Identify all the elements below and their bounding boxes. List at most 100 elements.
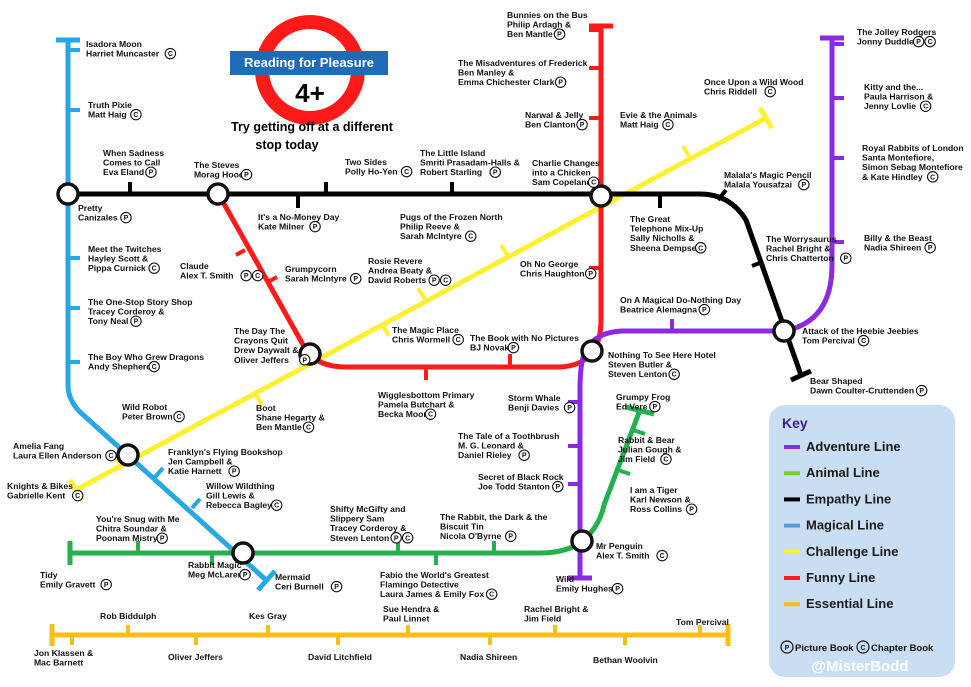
book-type-mark: P: [302, 357, 307, 364]
essential-percival[interactable]: Tom Percival: [676, 617, 729, 627]
station-kitty[interactable]: Kitty and the...Paula Harrison &Jenny Lo…: [864, 82, 933, 112]
tick-tiger: [617, 468, 631, 476]
picture-book-icon: [428, 274, 440, 286]
terminus-markers: [49, 23, 844, 646]
essential-biddulph[interactable]: Rob Biddulph: [100, 611, 156, 621]
interchange-steves[interactable]: [206, 182, 230, 206]
essential-woolvin[interactable]: Bethan Woolvin: [593, 655, 658, 665]
book-type-mark: P: [493, 170, 498, 177]
essential-hendra[interactable]: Sue Hendra &Paul Linnet: [383, 604, 439, 624]
chapter-book-icon: [173, 410, 185, 423]
interchange-mr-penguin[interactable]: [570, 529, 594, 553]
book-type-mark: C: [930, 174, 935, 181]
essential-bright[interactable]: Rachel Bright &Jim Field: [524, 604, 588, 624]
header-roundel: Reading for Pleasure 4+ Try getting off …: [230, 15, 394, 152]
interchange-nothing-to-see[interactable]: [580, 339, 604, 363]
essential-jeffers[interactable]: Oliver Jeffers: [168, 652, 223, 662]
book-type-mark: P: [511, 345, 516, 352]
essential-shireen[interactable]: Nadia Shireen: [460, 652, 517, 662]
essential-litchfield[interactable]: David Litchfield: [308, 652, 372, 662]
key-line-label: Challenge Line: [806, 544, 898, 559]
book-type-mark: P: [432, 278, 437, 285]
interchange-amelia[interactable]: [116, 443, 140, 467]
interchange-heebie[interactable]: [772, 319, 796, 343]
essential-gray[interactable]: Kes Gray: [249, 611, 287, 621]
book-type-mark: P: [615, 586, 620, 593]
book-type-mark: P: [160, 536, 165, 543]
tick-boot: [253, 391, 264, 407]
picture-book-icon: [145, 166, 157, 178]
tagline-1: Try getting off at a different: [231, 120, 394, 134]
interchange-rabbit-magic[interactable]: [231, 541, 255, 565]
essential-klassen[interactable]: Jon Klassen &Mac Barnett: [34, 648, 93, 668]
book-type-mark: P: [353, 276, 358, 283]
interchange-pretty[interactable]: [56, 182, 80, 206]
chapter-book-icon: [439, 274, 452, 286]
interchange-charlie[interactable]: [589, 184, 613, 208]
